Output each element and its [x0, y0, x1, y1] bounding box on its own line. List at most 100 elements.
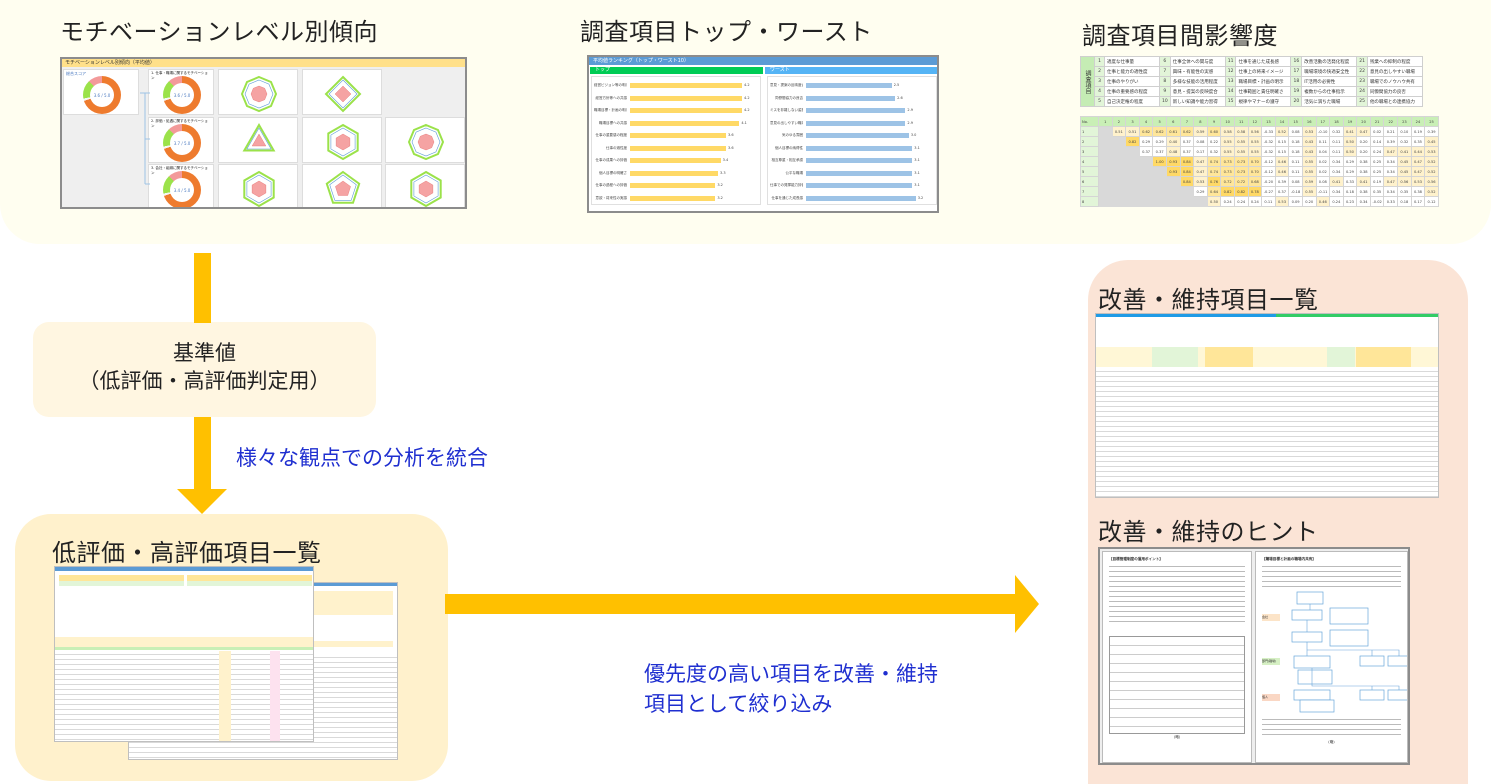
legend-item-label: 新しい知識や能力習得: [1169, 96, 1226, 107]
matrix-cell: [1152, 176, 1167, 187]
ranking-value: 3.2: [717, 183, 723, 187]
legend-item-no: 15: [1224, 96, 1237, 107]
matrix-cell: 0.70: [1247, 166, 1263, 177]
standard-value-box: [33, 322, 376, 417]
ranking-label: 仕事の重要感の程度: [595, 133, 628, 137]
matrix-cell: [1098, 176, 1113, 187]
matrix-cell: 0.52: [1424, 186, 1439, 197]
matrix-cell: 0.20: [1356, 146, 1371, 157]
matrix-cell: 0.33: [1383, 196, 1399, 207]
matrix-cell: 0.55: [1247, 136, 1263, 147]
ranking-value: 2.6: [897, 95, 903, 100]
arrow-to-list-shaft: [194, 417, 211, 489]
matrix-cell: 0.59: [1301, 176, 1317, 187]
ranking-bar: [630, 83, 742, 88]
matrix-cell: 0.52: [1274, 126, 1290, 137]
matrix-header-cell: 21: [1369, 116, 1385, 127]
matrix-cell: 0.45: [1397, 156, 1412, 167]
matrix-cell: 0.48: [1165, 146, 1181, 157]
matrix-header-cell: 6: [1165, 116, 1181, 127]
matrix-cell: 0.62: [1152, 126, 1167, 137]
matrix-cell: 0.09: [1288, 196, 1303, 207]
legend-item-label: 職場目標・計画の明示: [1235, 76, 1292, 87]
matrix-cell: 0.76: [1206, 176, 1222, 187]
ranking-thumbnail: 平均値ランキング（トップ・ワースト10） トップ ワースト 経営ビジョン等の明示…: [587, 55, 939, 213]
matrix-row-head: 4: [1080, 156, 1099, 167]
overall-score-card: 総合スコア 3.6 / 5.0: [63, 69, 139, 115]
matrix-row-head: 6: [1080, 176, 1099, 187]
top-label: トップ: [590, 67, 763, 74]
matrix-cell: [1125, 146, 1140, 157]
matrix-cell: 0.33: [1342, 176, 1358, 187]
matrix-cell: 0.47: [1193, 166, 1208, 177]
ranking-value: 4.2: [744, 108, 750, 112]
evaluation-sheet-front: [54, 566, 314, 742]
matrix-cell: 0.51: [1125, 126, 1140, 137]
hint-page-left: 【目標管理制度の運用ポイント】 (略): [1102, 551, 1252, 763]
matrix-cell: [1111, 196, 1127, 207]
matrix-cell: 0.40: [1165, 136, 1181, 147]
score-donut: [163, 171, 201, 207]
matrix-cell: 0.39: [1424, 126, 1439, 137]
narrow-note-line2: 項目として絞り込み: [644, 692, 833, 716]
matrix-cell: 0.47: [1383, 146, 1399, 157]
matrix-cell: 0.62: [1179, 126, 1195, 137]
ranking-bar: [630, 158, 721, 163]
matrix-cell: 0.24: [1247, 196, 1263, 207]
narrow-note-line1: 優先度の高い項目を改善・維持: [644, 662, 938, 686]
radar-chart-card: [385, 164, 465, 207]
matrix-header-cell: 11: [1233, 116, 1249, 127]
matrix-header-cell: 8: [1193, 116, 1208, 127]
matrix-row-head: 8: [1080, 196, 1099, 207]
ranking-bar: [630, 195, 716, 201]
matrix-cell: [1098, 196, 1113, 207]
matrix-cell: 0.38: [1410, 186, 1426, 197]
matrix-cell: 0.11: [1288, 166, 1303, 177]
ranking-bar: [806, 158, 913, 163]
radar-chart: [242, 122, 276, 152]
matrix-row-head: 2: [1080, 136, 1099, 147]
ranking-value: 4.1: [741, 120, 747, 125]
matrix-cell: 0.73: [1233, 166, 1249, 177]
legend-item-label: 仕事上の将来イメージ: [1235, 66, 1292, 77]
improve-hint-heading: 改善・維持のヒント: [1098, 518, 1319, 546]
matrix-cell: 0.11: [1288, 156, 1303, 167]
score-value: 3.6 / 5.0: [173, 93, 191, 98]
low-high-heading: 低評価・高評価項目一覧: [52, 539, 322, 567]
matrix-cell: [1165, 196, 1181, 207]
matrix-cell: -0.12: [1261, 166, 1276, 177]
matrix-cell: 0.35: [1369, 186, 1385, 197]
matrix-cell: 0.34: [1329, 156, 1344, 167]
matrix-cell: 0.37: [1138, 146, 1154, 157]
matrix-header-cell: 12: [1247, 116, 1263, 127]
matrix-cell: 0.41: [1342, 126, 1358, 137]
matrix-cell: [1125, 196, 1140, 207]
matrix-cell: 0.84: [1179, 156, 1195, 167]
top-worst-heading: 調査項目トップ・ワースト: [580, 18, 873, 46]
matrix-cell: [1179, 186, 1195, 197]
ranking-value: 2.9: [907, 120, 913, 125]
matrix-header-cell: 24: [1410, 116, 1426, 127]
matrix-cell: 0.68: [1247, 176, 1263, 187]
matrix-header-cell: 10: [1220, 116, 1235, 127]
matrix-cell: 0.29: [1138, 136, 1154, 147]
ranking-bar: [630, 108, 742, 113]
ranking-bar: [630, 95, 742, 101]
matrix-cell: 0.93: [1165, 156, 1181, 167]
improve-list-heading: 改善・維持項目一覧: [1098, 286, 1319, 314]
ranking-bar: [806, 145, 913, 151]
legend-item-no: 12: [1224, 66, 1237, 77]
matrix-cell: [1125, 166, 1140, 177]
matrix-cell: -0.20: [1261, 176, 1276, 187]
matrix-cell: 0.41: [1356, 176, 1371, 187]
